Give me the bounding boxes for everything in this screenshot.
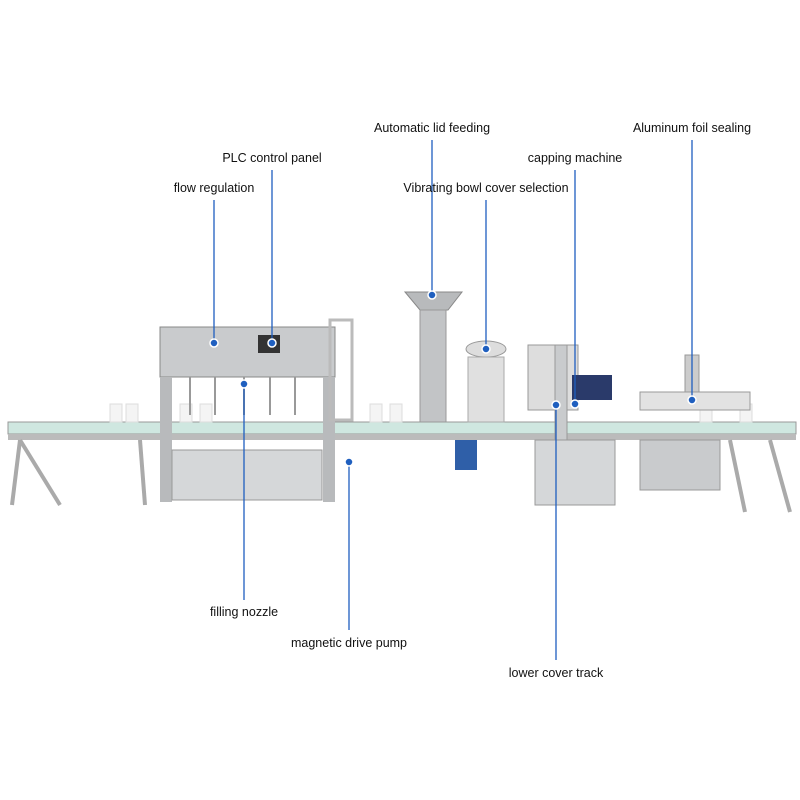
label-capping-machine: capping machine xyxy=(527,151,623,165)
callout-dots xyxy=(209,290,697,467)
label-aluminum-foil-sealing: Aluminum foil sealing xyxy=(632,121,752,135)
label-automatic-lid-feeding: Automatic lid feeding xyxy=(373,121,491,135)
filling-machine xyxy=(159,318,354,502)
label-plc-control-panel: PLC control panel xyxy=(222,151,322,165)
label-magnetic-drive-pump: magnetic drive pump xyxy=(290,636,408,650)
callout-lines xyxy=(213,140,693,660)
label-flow-regulation: flow regulation xyxy=(173,181,255,195)
conveyor-legs xyxy=(10,438,792,513)
conveyor-belt xyxy=(7,421,797,435)
conveyor-rail xyxy=(8,434,796,440)
capping-machine xyxy=(527,344,616,506)
label-lower-cover-track: lower cover track xyxy=(508,666,604,680)
lid-feeder xyxy=(403,291,507,470)
label-vibrating-bowl: Vibrating bowl cover selection xyxy=(403,181,569,195)
label-filling-nozzle: filling nozzle xyxy=(209,605,279,619)
bottles xyxy=(109,403,753,423)
